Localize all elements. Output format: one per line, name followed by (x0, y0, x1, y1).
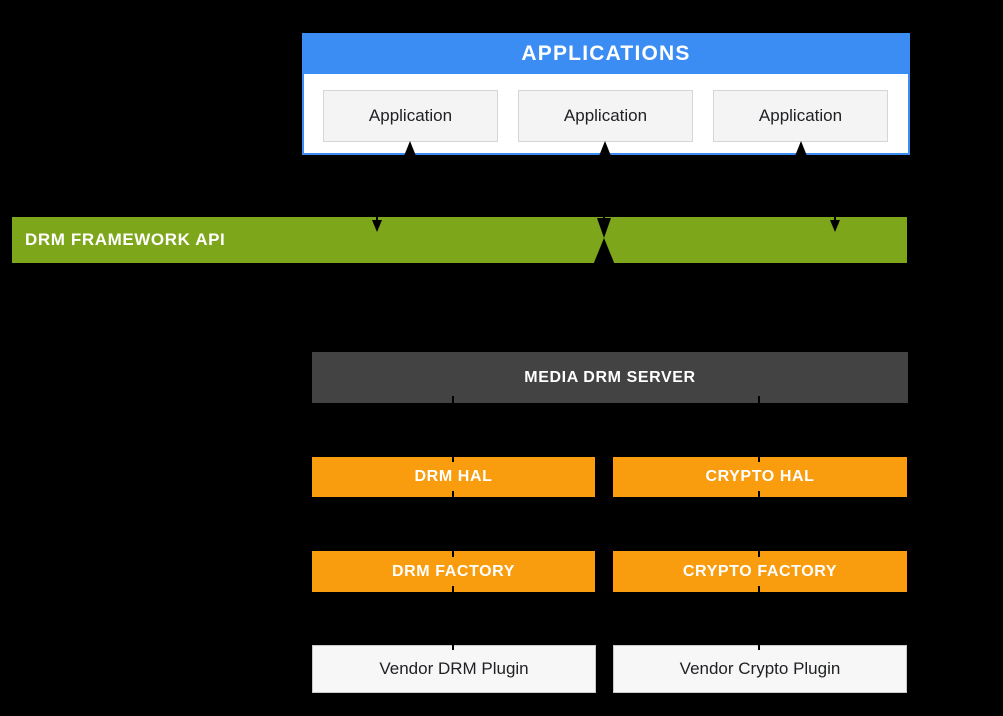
application-box-1: Application (323, 90, 498, 142)
vendor-drm-plugin-box: Vendor DRM Plugin (312, 645, 596, 693)
drm-framework-api-bar: DRM FRAMEWORK API (12, 217, 907, 263)
connector-server-drm-hal (452, 396, 454, 462)
drm-hal-label: DRM HAL (414, 468, 493, 485)
crypto-factory-label: CRYPTO FACTORY (682, 562, 838, 580)
media-drm-server-bar: MEDIA DRM SERVER (312, 352, 908, 403)
arrow-shaft-down-3 (834, 157, 836, 221)
application-box-2: Application (518, 90, 693, 142)
drm-framework-api-label: DRM FRAMEWORK API (25, 230, 226, 249)
arrow-shaft-app-2 (604, 152, 606, 217)
crypto-hal-label: CRYPTO HAL (705, 468, 815, 485)
arrow-shaft-app-3 (800, 152, 802, 217)
up-arrowhead-app-2 (599, 141, 611, 156)
arrow-shaft-down-2 (603, 157, 605, 219)
crypto-factory-bar: CRYPTO FACTORY (613, 551, 907, 592)
connector-crypto-factory-vendor (758, 586, 760, 650)
crypto-hal-bar: CRYPTO HAL (613, 457, 907, 497)
connector-drm-hal-factory (452, 491, 454, 557)
application-box-3-label: Application (758, 106, 843, 125)
connector-crypto-hal-factory (758, 491, 760, 557)
application-box-3: Application (713, 90, 888, 142)
vendor-drm-plugin-label: Vendor DRM Plugin (379, 659, 529, 678)
down-arrowhead-framework-1 (372, 220, 382, 232)
vendor-crypto-plugin-label: Vendor Crypto Plugin (679, 659, 841, 678)
down-arrowhead-framework-2 (597, 218, 611, 238)
application-box-2-label: Application (563, 106, 648, 125)
connector-server-crypto-hal (758, 396, 760, 462)
arrow-shaft-server-to-framework (603, 264, 605, 352)
media-drm-server-label: MEDIA DRM SERVER (524, 368, 696, 386)
applications-panel-title: APPLICATIONS (302, 33, 910, 74)
connector-drm-factory-vendor (452, 586, 454, 650)
drm-hal-bar: DRM HAL (312, 457, 595, 497)
arrow-shaft-down-1 (376, 157, 378, 221)
up-arrowhead-app-1 (404, 141, 416, 156)
application-box-1-label: Application (368, 106, 453, 125)
drm-factory-label: DRM FACTORY (391, 562, 516, 580)
up-arrowhead-app-3 (795, 141, 807, 156)
down-arrowhead-framework-3 (830, 220, 840, 232)
drm-factory-bar: DRM FACTORY (312, 551, 595, 592)
vendor-crypto-plugin-box: Vendor Crypto Plugin (613, 645, 907, 693)
arrow-shaft-app-1 (409, 152, 411, 217)
